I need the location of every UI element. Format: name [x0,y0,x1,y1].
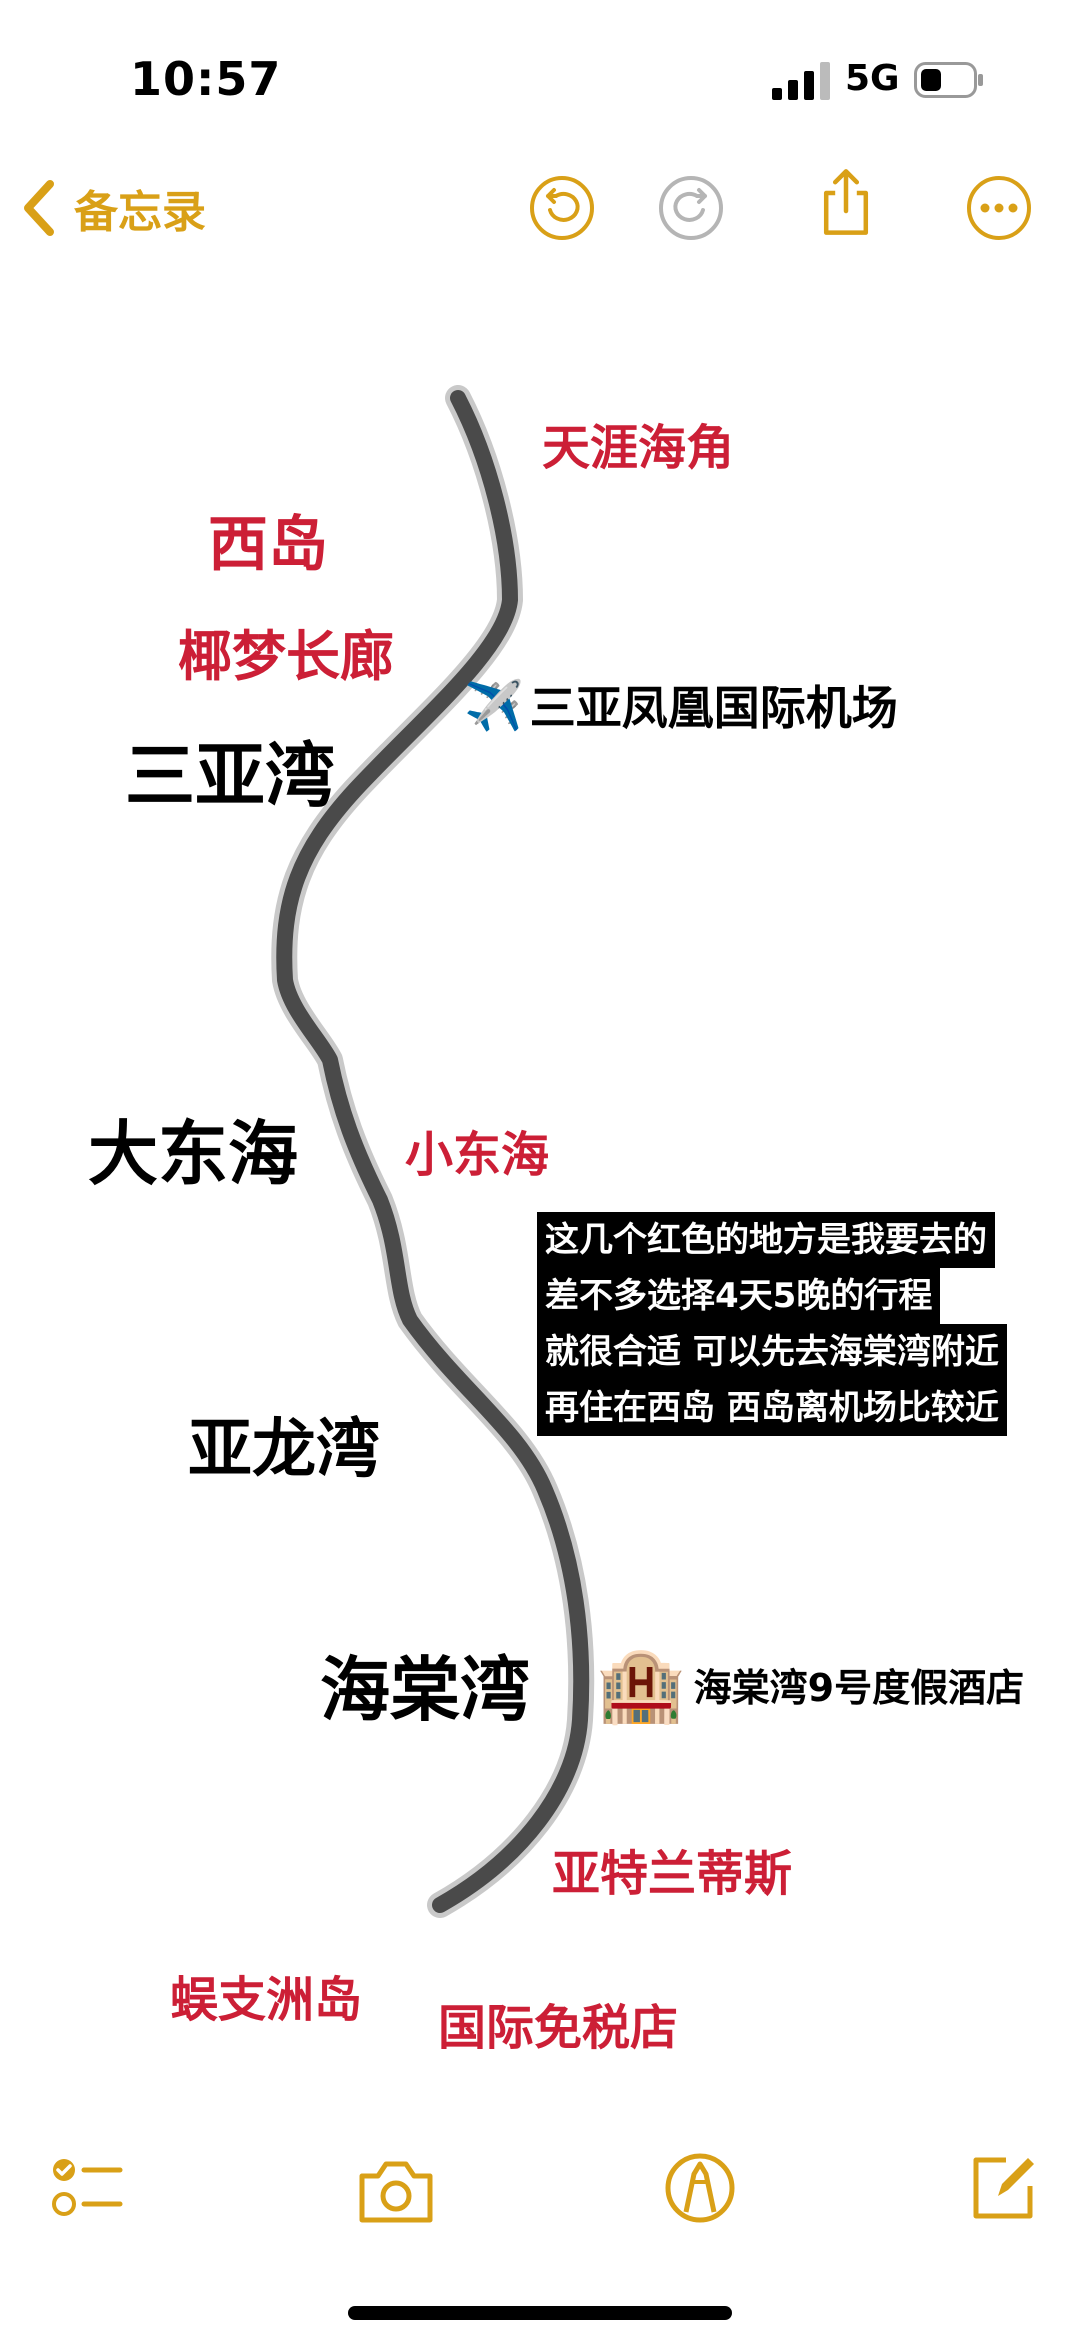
airplane-icon: ✈️ [464,677,524,734]
label-xidao: 西岛 [208,510,328,580]
airport-marker: ✈️ 三亚凤凰国际机场 [464,672,898,738]
home-indicator[interactable] [348,2306,732,2320]
share-icon[interactable] [810,166,882,238]
note-line: 再住在西岛 西岛离机场比较近 [537,1380,1007,1436]
status-time: 10:57 [130,52,282,106]
chevron-left-icon [24,180,54,236]
checklist-icon[interactable] [48,2148,128,2228]
compose-icon[interactable] [962,2148,1042,2228]
label-atlantis: 亚特兰蒂斯 [552,1846,793,1902]
note-line: 差不多选择4天5晚的行程 [537,1268,941,1324]
label-yemeng-changlang: 椰梦长廊 [178,625,394,688]
back-label: 备忘录 [74,187,206,238]
hotel-marker: 🏨 海棠湾9号度假酒店 [596,1642,1024,1727]
note-line: 这几个红色的地方是我要去的 [537,1212,995,1268]
battery-icon [914,62,983,98]
label-haitangwan: 海棠湾 [320,1649,530,1731]
signal-icon [772,62,830,100]
label-tianya-haijiao: 天涯海角 [542,420,735,476]
label-dutyfree: 国际免税店 [438,2000,679,2056]
airport-label: 三亚凤凰国际机场 [529,681,898,735]
note-text-box: 这几个红色的地方是我要去的 差不多选择4天5晚的行程 就很合适 可以先去海棠湾附… [537,1212,1080,1436]
camera-icon[interactable] [356,2152,436,2232]
label-wuzhizhou: 蜈支洲岛 [170,1972,363,2028]
redo-icon[interactable] [655,172,727,244]
label-dadonghai: 大东海 [88,1113,298,1195]
undo-icon[interactable] [526,172,598,244]
markup-pen-icon[interactable] [660,2148,740,2228]
label-sanyawan: 三亚湾 [125,735,335,817]
label-yalongwan: 亚龙湾 [188,1413,380,1487]
note-line: 就很合适 可以先去海棠湾附近 [537,1324,1007,1380]
hotel-label: 海棠湾9号度假酒店 [693,1666,1025,1710]
network-type: 5G [845,58,900,99]
more-icon[interactable] [963,172,1035,244]
back-button[interactable]: 备忘录 [22,178,206,238]
hotel-icon: 🏨 [596,1642,686,1726]
label-xiaodonghai: 小东海 [405,1127,550,1183]
